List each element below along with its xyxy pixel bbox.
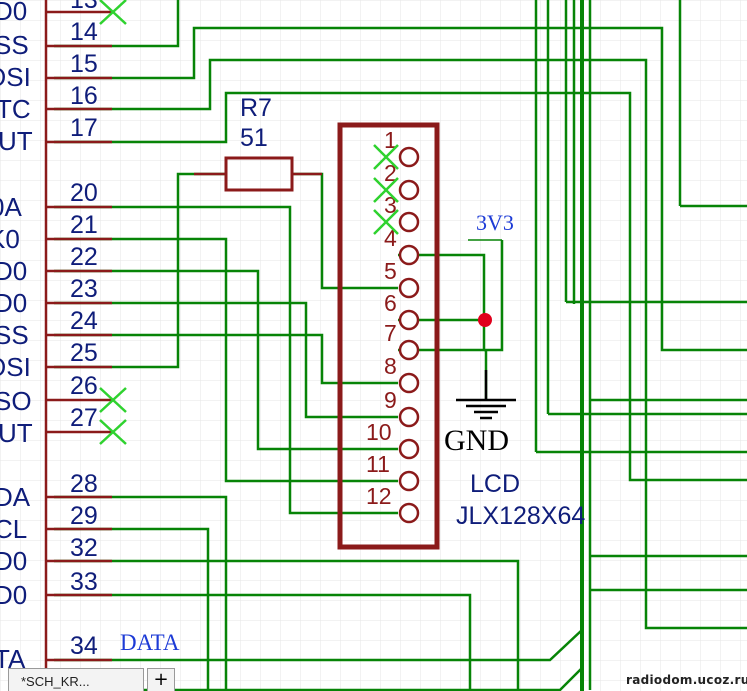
lcd-part: JLX128X64 [456,502,585,530]
left-label: SO [0,386,32,416]
left-label: UT [0,418,33,448]
no-connect-icon [99,387,127,413]
resistor-value: 51 [240,124,268,152]
lcd-pin-number: 8 [384,353,397,379]
lcd-pin-number: 6 [384,290,397,316]
pin-number: 17 [70,114,98,142]
lcd-pin-number: 1 [384,127,397,153]
ground-symbol[interactable]: GND [444,370,516,457]
lcd-pin-number: 11 [366,451,390,477]
lcd-pin-number: 7 [384,320,397,346]
no-connect-icon [99,0,127,25]
power-3v3[interactable]: 3V3 [468,210,514,241]
add-sheet-button[interactable]: + [147,668,175,691]
left-label: D0 [0,546,27,576]
pin-number: 16 [70,82,98,110]
left-labels: D0 SS OSI TC UT 0A K0 D0 D0 SS OSI SO UT… [0,0,33,674]
left-label: TC [0,94,31,124]
watermark: radiodom.ucoz.ru [626,673,747,687]
no-connect-icon [373,177,399,203]
power-3v3-label: 3V3 [476,210,514,235]
pin-number: 23 [70,275,98,303]
lcd-pin-number: 9 [384,387,397,413]
pin-number: 26 [70,372,98,400]
noconnect-icons [99,0,127,445]
ground-label: GND [444,424,509,457]
pin-number: 13 [70,0,98,14]
lcd-pin-number: 12 [366,483,392,509]
pin-number: 33 [70,568,98,596]
lcd-noconnect [373,144,399,235]
junction-dot [478,313,492,327]
no-connect-icon [99,419,127,445]
left-label: D0 [0,256,27,286]
left-label: D0 [0,288,27,318]
pin-number: 14 [70,18,98,46]
pin-number: 20 [70,179,98,207]
lcd-pin-number: 10 [366,419,392,445]
lcd-connector[interactable]: 1 2 3 4 5 6 7 8 9 10 11 12 LCD JLX128X64 [337,122,585,550]
lcd-pin-number: 2 [384,160,397,186]
lcd-pin-number: 4 [384,225,397,251]
sheet-tabbar: *SCH_KR... + [0,668,747,691]
left-label: CL [0,514,27,544]
left-label: SS [0,30,29,60]
left-label: DA [0,482,31,512]
pin-number: 32 [70,534,98,562]
header-pins [44,0,112,691]
pin-number: 25 [70,339,98,367]
lcd-pin-numbers: 1 2 3 4 5 6 7 8 9 10 11 12 [366,127,397,509]
left-label: OSI [0,352,31,382]
pin-number: 22 [70,243,98,271]
left-label: K0 [0,224,20,254]
wires [54,0,747,691]
resistor-r7[interactable]: R7 51 [194,94,322,192]
pin-number: 15 [70,50,98,78]
left-label: SS [0,320,29,350]
pin-numbers: 13 14 15 16 17 20 21 22 23 24 25 26 27 2… [70,0,98,660]
lcd-name: LCD [470,470,520,498]
left-label: D0 [0,580,27,610]
pin-number: 21 [70,211,98,239]
pin-number: 27 [70,404,98,432]
net-label-data[interactable]: DATA [120,630,180,655]
left-label: 0A [0,192,22,222]
lcd-pin-circles [398,146,420,524]
no-connect-icon [373,144,399,170]
lcd-pin-number: 5 [384,258,397,284]
pin-number: 24 [70,307,98,335]
left-label: OSI [0,62,31,92]
pin-number: 34 [70,632,98,660]
no-connect-icon [373,209,399,235]
sheet-tab[interactable]: *SCH_KR... [8,668,144,691]
pin-number: 29 [70,502,98,530]
left-label: UT [0,126,33,156]
left-label: D0 [0,0,27,26]
resistor-ref: R7 [240,94,272,122]
pin-number: 28 [70,470,98,498]
